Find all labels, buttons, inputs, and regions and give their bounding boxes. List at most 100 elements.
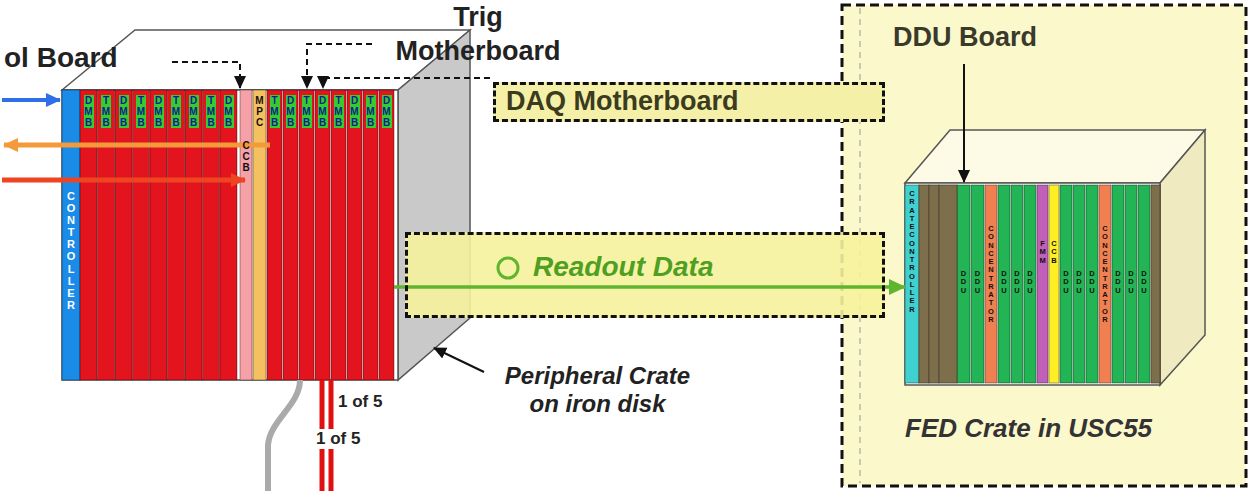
board-slot: TMB <box>203 90 220 380</box>
board-fill <box>1011 185 1023 383</box>
board-slot: TMB <box>168 90 185 380</box>
board-fill <box>150 90 167 380</box>
dashed-box: Readout Data <box>405 232 885 318</box>
board-slot: CRATE CONTROLLER <box>905 185 919 383</box>
board-fill <box>331 90 346 380</box>
callout-label: 1 of 5 <box>336 392 384 412</box>
fed-crate-front <box>905 183 1160 385</box>
board-slot: DMB <box>115 90 132 380</box>
cable <box>268 380 300 491</box>
board-label: TMB <box>366 95 376 128</box>
board-label: DMB <box>84 95 94 128</box>
fed-crate-top <box>905 130 1205 183</box>
control-arrow <box>2 98 60 102</box>
leader-line <box>323 78 490 88</box>
board-fill <box>379 90 394 380</box>
board-label: DDU <box>1127 270 1135 295</box>
board-label: DMB <box>286 95 296 128</box>
board-fills <box>62 90 1150 383</box>
board-label: TMB <box>171 95 181 128</box>
board-label: DMB <box>154 95 164 128</box>
board-label: DMB <box>119 95 129 128</box>
board-label: TMB <box>136 95 146 128</box>
board-slot: DMB <box>220 90 237 380</box>
box-label: Peripheral Crate on iron disk <box>490 362 705 418</box>
board-slot: DDU <box>1024 185 1036 383</box>
board-fill <box>203 90 220 380</box>
board-slot: CONTROLLER <box>62 90 80 380</box>
board-fill <box>133 90 150 380</box>
board-fill <box>905 185 919 383</box>
board-slot: DDU <box>998 185 1010 383</box>
leader-line <box>307 44 372 88</box>
board-fill <box>985 185 997 383</box>
board-slot: DDU <box>1138 185 1150 383</box>
board-fill <box>1049 185 1059 383</box>
readout-highlight <box>405 232 885 318</box>
box-label: FED Crate in USC55 <box>905 413 1152 444</box>
board-label: DMB <box>382 95 392 128</box>
board-slot: CONCENTRATOR <box>985 185 997 383</box>
board-label: CONCENTRATOR <box>1101 225 1109 324</box>
board-label: DMB <box>350 95 360 128</box>
board-fill <box>253 90 266 380</box>
board-fill <box>1138 185 1150 383</box>
board-fill <box>363 90 378 380</box>
board-fill <box>220 90 237 380</box>
board-slot: DMB <box>185 90 202 380</box>
board-label: TMB <box>302 95 312 128</box>
board-slot: TMB <box>133 90 150 380</box>
callout-label: Trig Motherboard <box>378 0 578 68</box>
board-label: DDU <box>1013 270 1021 295</box>
board-label: DMB <box>189 95 199 128</box>
trigger-out-arrow <box>4 143 270 148</box>
fed-crate-side <box>1160 130 1205 385</box>
board-label: FMM <box>1039 240 1047 265</box>
board-fill <box>315 90 330 380</box>
board-slot: CONCENTRATOR <box>1099 185 1111 383</box>
board-slot: DMB <box>379 90 394 380</box>
board-label: CONCENTRATOR <box>987 225 995 324</box>
board-label: TMB <box>270 95 280 128</box>
board-fill <box>1125 185 1137 383</box>
board-label: DDU <box>1075 270 1083 295</box>
board-fill <box>98 90 115 380</box>
board-label: DMB <box>224 95 234 128</box>
board-label: TMB <box>101 95 111 128</box>
leader-line <box>434 348 484 372</box>
board-label: CCB <box>1050 240 1058 265</box>
board-label: CONTROLLER <box>66 190 77 311</box>
board-fill <box>1073 185 1085 383</box>
board-slot: DDU <box>1073 185 1085 383</box>
board-fill <box>1099 185 1111 383</box>
board-fill <box>1024 185 1036 383</box>
board-fill <box>185 90 202 380</box>
board-label: DDU <box>1140 270 1148 295</box>
board-slot: DMB <box>80 90 97 380</box>
board-label: CRATE CONTROLLER <box>908 190 916 314</box>
board-fill <box>299 90 314 380</box>
board-label: DDU <box>1114 270 1122 295</box>
crate-front-face <box>62 90 398 380</box>
board-slot: FMM <box>1037 185 1048 383</box>
board-slot: DMB <box>283 90 298 380</box>
board-slot: DDU <box>1125 185 1137 383</box>
callout-label: DDU Board <box>893 22 1037 53</box>
board-fill <box>80 90 97 380</box>
board-fill <box>347 90 362 380</box>
board-slot: DDU <box>1112 185 1124 383</box>
board-fill <box>62 90 80 380</box>
board-slot: DDU <box>1060 185 1072 383</box>
board-slot: DDU <box>971 185 984 383</box>
crate-box: FED Crate in USC55CRATE CONTROLLERDDUDDU… <box>905 183 1160 385</box>
board-label: CCB <box>241 140 251 173</box>
board-label: DDU <box>1000 270 1008 295</box>
trigger-in-arrow <box>2 178 245 183</box>
board-slot: DDU <box>1086 185 1098 383</box>
board-fill <box>1060 185 1072 383</box>
board-slot: DMB <box>347 90 362 380</box>
board-slot: TMB <box>299 90 314 380</box>
board-slot: TMB <box>98 90 115 380</box>
board-fill <box>957 185 970 383</box>
board-label: TMB <box>334 95 344 128</box>
